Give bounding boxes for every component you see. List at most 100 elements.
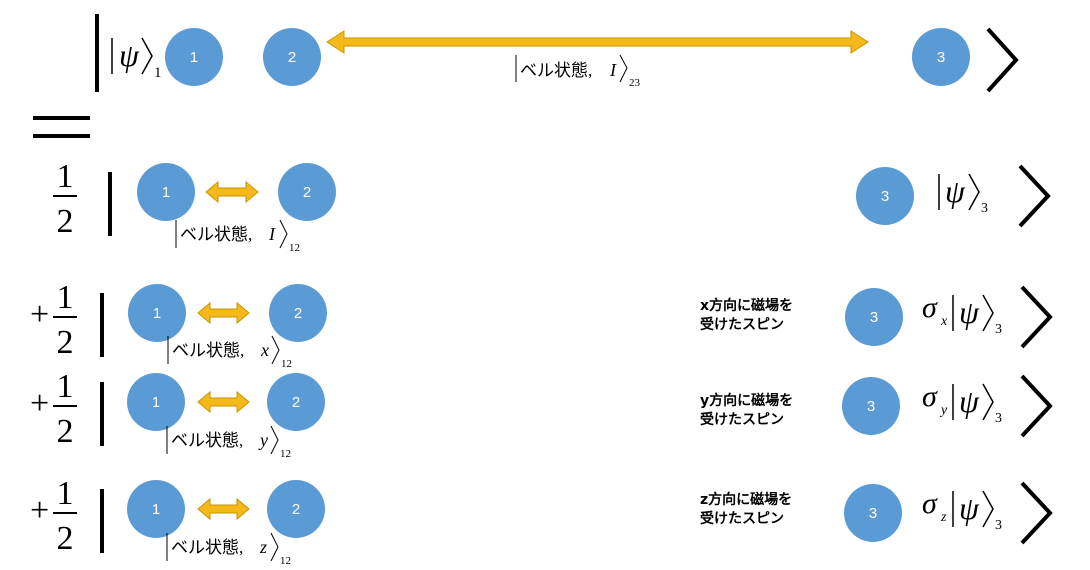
psi-symbol: ψ — [959, 294, 980, 330]
particle-1: 1 — [165, 28, 223, 86]
particle-3-label: 3 — [867, 398, 875, 415]
particle-2-label: 2 — [288, 49, 296, 66]
bell-state-subscript: 12 — [280, 555, 291, 567]
bell-state-label: ベル状態, — [180, 225, 252, 244]
bell-state-label: ベル状態, — [171, 538, 243, 557]
bell-ket-angle — [270, 425, 279, 455]
fraction-denominator: 2 — [57, 203, 74, 240]
short-double-arrow — [197, 497, 250, 521]
field-note: x方向に磁場を 受けたスピン — [700, 298, 794, 333]
particle-3-circle — [842, 377, 900, 435]
sigma-subscript: z — [940, 510, 947, 525]
particle-1-circle — [127, 480, 185, 538]
bell-state-subscript: 12 — [281, 358, 292, 370]
particle-1-circle — [128, 284, 186, 342]
particle-2-label: 2 — [303, 184, 311, 201]
bell-state-label: ベル状態, — [171, 431, 243, 450]
bell-state-var: I — [268, 224, 276, 244]
bell-state-var: y — [258, 430, 268, 450]
fraction-numerator: 1 — [57, 368, 74, 405]
psi-ket-angle — [982, 383, 994, 421]
bell-state-var: I — [609, 60, 617, 80]
particle-1-label: 1 — [152, 394, 160, 411]
bell-ket-angle — [271, 335, 280, 365]
bell-state-subscript: 23 — [629, 77, 641, 89]
particle-2-circle — [278, 163, 336, 221]
psi-ket-angle — [141, 37, 153, 75]
fraction-numerator: 1 — [57, 475, 74, 512]
plus-sign: + — [30, 296, 49, 333]
bell-state-subscript: 12 — [289, 242, 300, 254]
particle-3-circle — [845, 288, 903, 346]
top-row: ψ 1 1 2 ベル状態, I 23 3 — [95, 14, 1019, 93]
particle-3-label: 3 — [870, 309, 878, 326]
particle-3: 3 — [912, 28, 970, 86]
psi-subscript: 3 — [995, 518, 1002, 533]
sigma-subscript: x — [940, 314, 948, 329]
particle-3-circle — [844, 484, 902, 542]
particle-2-circle — [269, 284, 327, 342]
psi-subscript: 3 — [995, 411, 1002, 426]
short-double-arrow — [197, 390, 250, 414]
particle-2: 2 — [263, 28, 321, 86]
short-double-arrow — [205, 180, 259, 204]
particle-3-circle — [856, 167, 914, 225]
bell-ket-angle — [270, 532, 279, 562]
particle-1-circle — [165, 28, 223, 86]
fraction-denominator: 2 — [57, 413, 74, 450]
particle-2-label: 2 — [294, 305, 302, 322]
sigma-symbol: σ — [922, 487, 938, 520]
psi-subscript: 1 — [154, 65, 162, 81]
particle-2-circle — [267, 480, 325, 538]
fraction-numerator: 1 — [57, 279, 74, 316]
sigma-symbol: σ — [922, 291, 938, 324]
ket-close-angle — [1020, 285, 1053, 349]
psi-subscript: 3 — [995, 322, 1002, 337]
psi-symbol: ψ — [959, 383, 980, 419]
sigma-subscript: y — [939, 403, 948, 418]
ket-close-angle — [986, 27, 1019, 93]
fraction-denominator: 2 — [57, 520, 74, 557]
particle-1-circle — [137, 163, 195, 221]
particle-1-label: 1 — [152, 501, 160, 518]
particle-1-label: 1 — [190, 49, 198, 66]
fraction-denominator: 2 — [57, 324, 74, 361]
bell-ket-angle — [279, 219, 288, 249]
particle-3-label: 3 — [937, 49, 945, 66]
psi-ket-angle — [982, 294, 994, 332]
particle-3-label: 3 — [869, 505, 877, 522]
ket-close-angle — [1018, 164, 1051, 228]
ket-close-angle — [1020, 481, 1053, 545]
particle-2-circle — [267, 373, 325, 431]
plus-sign: + — [30, 492, 49, 529]
bell-state-subscript: 12 — [280, 448, 291, 460]
bell-state-label: ベル状態, — [520, 61, 592, 80]
ket-close-angle — [1020, 374, 1053, 438]
bell-state-var: z — [259, 537, 267, 557]
particle-2-label: 2 — [292, 501, 300, 518]
bell-ket-angle — [619, 54, 628, 83]
psi-subscript: 3 — [981, 201, 988, 216]
psi-ket-angle — [968, 173, 980, 211]
fraction-numerator: 1 — [57, 158, 74, 195]
particle-3-label: 3 — [881, 188, 889, 205]
bell-state-var: x — [260, 340, 269, 360]
particle-2-label: 2 — [292, 394, 300, 411]
bell-state-label: ベル状態, — [172, 341, 244, 360]
psi-ket-angle — [982, 490, 994, 528]
particle-3-circle — [912, 28, 970, 86]
particle-1-label: 1 — [153, 305, 161, 322]
field-note: z方向に磁場を 受けたスピン — [700, 492, 793, 527]
particle-2-circle — [263, 28, 321, 86]
long-double-arrow — [326, 30, 869, 54]
psi-symbol: ψ — [119, 37, 140, 73]
psi-symbol: ψ — [959, 490, 980, 526]
sigma-symbol: σ — [922, 380, 938, 413]
